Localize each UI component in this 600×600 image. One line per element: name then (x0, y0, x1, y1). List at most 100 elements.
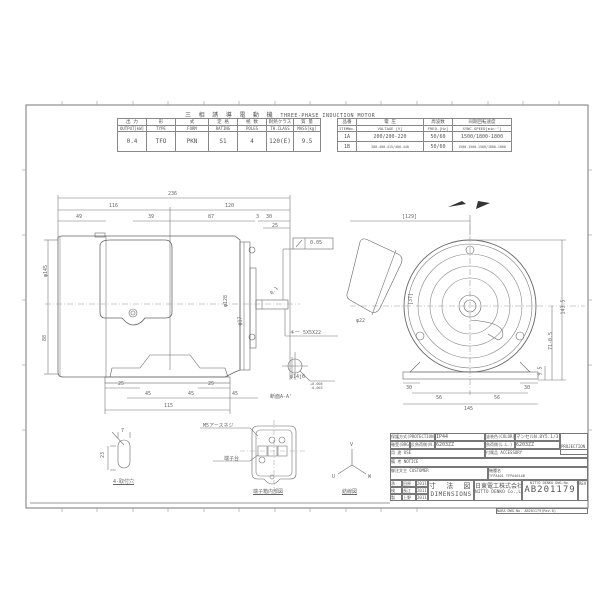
dim-143-5: 143.5 (560, 299, 567, 315)
painting-label: 塗装色(COLOR) (485, 433, 515, 441)
header-rating-jp: 定 格 (208, 118, 238, 126)
model-cell: 機種名 TFPA401 TFPA4014B (488, 467, 588, 480)
key-label: キー 5X5X22 (290, 330, 322, 336)
painting-value: マンセルN.8Y5.1/3.3 (515, 433, 560, 441)
terminal-box-detail (200, 420, 305, 488)
title-en: THREE-PHASE INDUCTION MOTOR (280, 113, 376, 119)
cell: 1B (336, 141, 358, 152)
mounting-slot-detail (107, 431, 131, 471)
notice-label: 備 考 NOTICE (390, 458, 588, 467)
approval-role: 検 (390, 487, 402, 494)
header-type-jp: 形 (146, 118, 176, 126)
dim-45-b: 45 (188, 391, 195, 397)
approval-name: 田原 (402, 480, 416, 487)
grid-ticks-top (61, 101, 560, 105)
approval-date: 2011.8 (416, 494, 428, 501)
terminal-v: V (350, 442, 354, 448)
rotation-arrows-icon (448, 201, 490, 209)
cell: 380-400-415/400-440 (356, 141, 425, 152)
value-poles: 4 (237, 131, 267, 152)
dim-145: 145 (464, 406, 474, 412)
cell: 50/60 (423, 141, 454, 152)
dim-3: 3 (256, 214, 260, 220)
approval-role: 承 (390, 480, 402, 487)
bearing-ll-label: 負荷側(L.L.) (485, 441, 515, 449)
section-label: 断面A-A' (270, 394, 293, 400)
dim-39: 39 (148, 214, 155, 220)
grid-ticks-left (22, 169, 26, 431)
cell: 1500/1800-1800 (452, 131, 513, 142)
value-type: TFO (146, 131, 176, 152)
grid-ticks-right (588, 169, 592, 431)
spec-values-row: 0.4 TFO PKN S1 4 120(E) 9.5 (117, 131, 321, 152)
dim-foot-25-right: 25 (208, 381, 215, 387)
voltage-header-jp: 品番 電 圧 周波数 同期回転速度 (336, 118, 513, 126)
dwg-number: AB201179 (524, 485, 576, 495)
dim-box-37: [37] (408, 292, 415, 306)
cell: 1A (336, 131, 358, 142)
dim-56-left: 56 (436, 395, 443, 401)
dim-gland: φ22 (356, 318, 366, 324)
shaft-diameter: φ14j6 (290, 374, 306, 380)
dim-45-c: 45 (232, 391, 239, 397)
voltage-table: 品番 電 圧 周波数 同期回転速度 ITEMNo. VOLTAGE [V] FR… (336, 118, 513, 152)
cell: 50/60 (423, 131, 454, 142)
company-jp: 日東電工株式会社 (475, 483, 522, 490)
bearing-nl-value: 6203ZZ (435, 441, 485, 449)
dim-30: 30 (266, 214, 273, 220)
drawing-border (25, 104, 589, 509)
end-view (346, 215, 585, 405)
header-form-jp: 式 (175, 118, 209, 126)
dim-rear-length: 116 (109, 203, 119, 209)
header-freq-jp: 周波数 (423, 118, 454, 126)
company-cell: 日東電工株式会社 NITTO DENKO Co.,Ltd. (474, 480, 522, 501)
customer-label: 御注文主 CUSTOMER (390, 467, 488, 480)
dim-30-right: 30 (524, 385, 531, 391)
header-output-jp: 出 力 (117, 118, 147, 126)
header-item-en: ITEMNo. (336, 125, 358, 132)
dim-front-length: 120 (225, 203, 235, 209)
accessory-label: 付属品 ACCESSORY (485, 449, 588, 458)
terminal-u: U (332, 474, 336, 480)
terminal-w: W (368, 474, 372, 480)
model-values: TFPA401 TFPA4014B (489, 474, 525, 478)
dwg-label: NITTO DENKO DWG.No. (529, 481, 571, 485)
value-rating: S1 (208, 131, 238, 152)
drawing-title: 三 相 誘 導 電 動 機 THREE-PHASE INDUCTION MOTO… (185, 110, 375, 119)
value-output: 0.4 (117, 131, 147, 152)
projection-cell: PROJECTION (560, 433, 588, 455)
approval-name: 上野 (402, 494, 416, 501)
spec-header-jp: 出 力 形 式 定 格 極 数 耐熱クラス 質 量 (117, 118, 321, 126)
value-form: PKN (175, 131, 209, 152)
company-en: NITTO DENKO Co.,Ltd. (475, 490, 522, 495)
header-speed-jp: 同期回転速度 (452, 118, 513, 126)
dim-71: 71-0.5 (548, 331, 555, 351)
rev-label: REV. (578, 480, 588, 501)
dim-foot-span: 115 (164, 403, 174, 409)
spec-table: 出 力 形 式 定 格 極 数 耐熱クラス 質 量 OUTPUT[kW] TYP… (117, 118, 321, 152)
model-label: 機種名 (489, 468, 501, 473)
dim-diameter-145: φ145 (43, 264, 50, 278)
wiring-diagram (337, 449, 367, 475)
voltage-row: 1B 380-400-415/400-440 50/60 1500-1500-1… (336, 141, 513, 152)
value-mass: 9.5 (293, 131, 321, 152)
header-output-en: OUTPUT[kW] (117, 125, 147, 132)
ref-dwg-number: NARA DWG.No. AB201179(Rev.0) (496, 508, 588, 514)
terminal-block-label: 端子台 (224, 456, 240, 462)
cell: 200/200-220 (356, 131, 425, 142)
dimensions-en: DIMENSIONS (430, 491, 472, 498)
title-jp: 三 相 誘 導 電 動 機 (185, 112, 275, 119)
cell: 1500-1500-1500/1800-1800 (452, 141, 513, 152)
protection-label: 保護方式(PROTECTION) (390, 433, 435, 441)
dim-9-5: 9.5 (537, 366, 544, 376)
dim-shaft-height: 88 (42, 334, 49, 342)
header-mass-en: MASS[kg] (293, 125, 321, 132)
runout-tolerance: 0.05 (310, 240, 323, 246)
bearing-ll-value: 6203ZZ (515, 441, 560, 449)
dim-87: 87 (208, 214, 215, 220)
approval-date: 2011.8 (416, 480, 428, 487)
protection-value: IP44 (435, 433, 485, 441)
dim-25: 25 (272, 223, 279, 229)
header-thclass-en: TH.CLASS (266, 125, 294, 132)
